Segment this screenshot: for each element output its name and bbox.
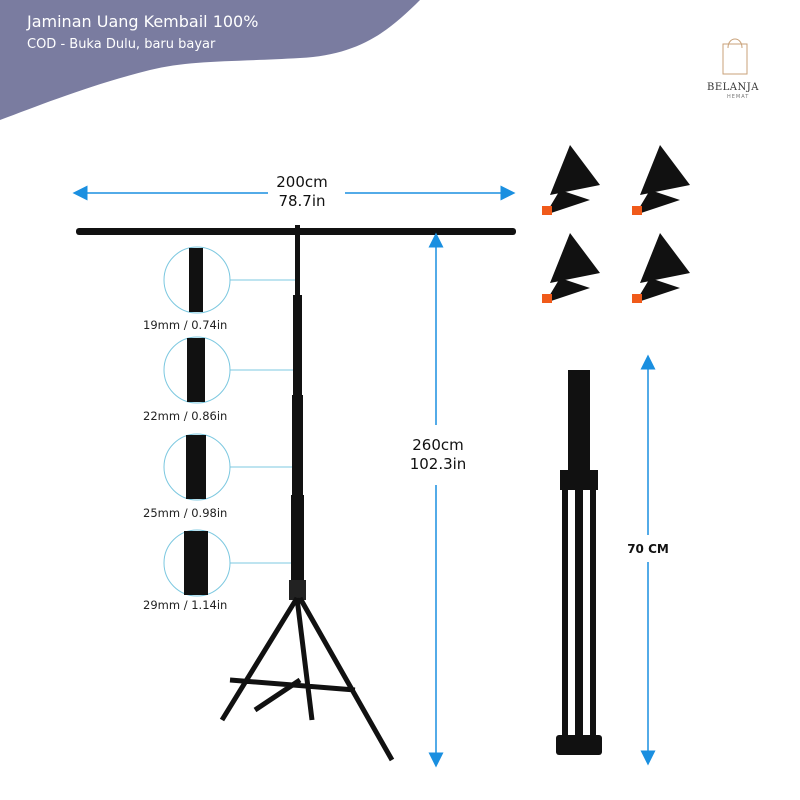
clamp-icon — [542, 145, 600, 215]
banner-title: Jaminan Uang Kembail 100% — [27, 12, 259, 31]
clamps — [542, 145, 690, 303]
banner-subtitle: COD - Buka Dulu, baru bayar — [27, 37, 216, 52]
banner-background — [0, 0, 420, 120]
diameter-label: 25mm / 0.98in — [143, 506, 228, 520]
clamp-icon — [632, 233, 690, 303]
main-pole — [289, 225, 306, 600]
tripod-legs — [219, 596, 395, 762]
shopping-bag-icon — [722, 38, 748, 75]
diameter-label: 19mm / 0.74in — [143, 318, 228, 332]
width-label: 200cm 78.7in — [262, 173, 342, 211]
clamp-icon — [632, 145, 690, 215]
height-in: 102.3in — [409, 455, 467, 473]
tube-closeups — [184, 248, 208, 595]
diameter-label: 29mm / 1.14in — [143, 598, 228, 612]
folded-height-label: 70 CM — [627, 542, 669, 556]
height-label: 260cm 102.3in — [398, 436, 478, 474]
brand-tagline: HEMAT — [727, 94, 750, 100]
diameter-label: 22mm / 0.86in — [143, 409, 228, 423]
brand-name: BELANJA — [707, 82, 759, 93]
width-cm: 200cm — [276, 173, 328, 191]
width-in: 78.7in — [278, 192, 326, 210]
folded-stand — [556, 370, 602, 755]
clamp-icon — [542, 233, 600, 303]
diameter-callouts — [163, 246, 295, 597]
height-cm: 260cm — [412, 436, 464, 454]
